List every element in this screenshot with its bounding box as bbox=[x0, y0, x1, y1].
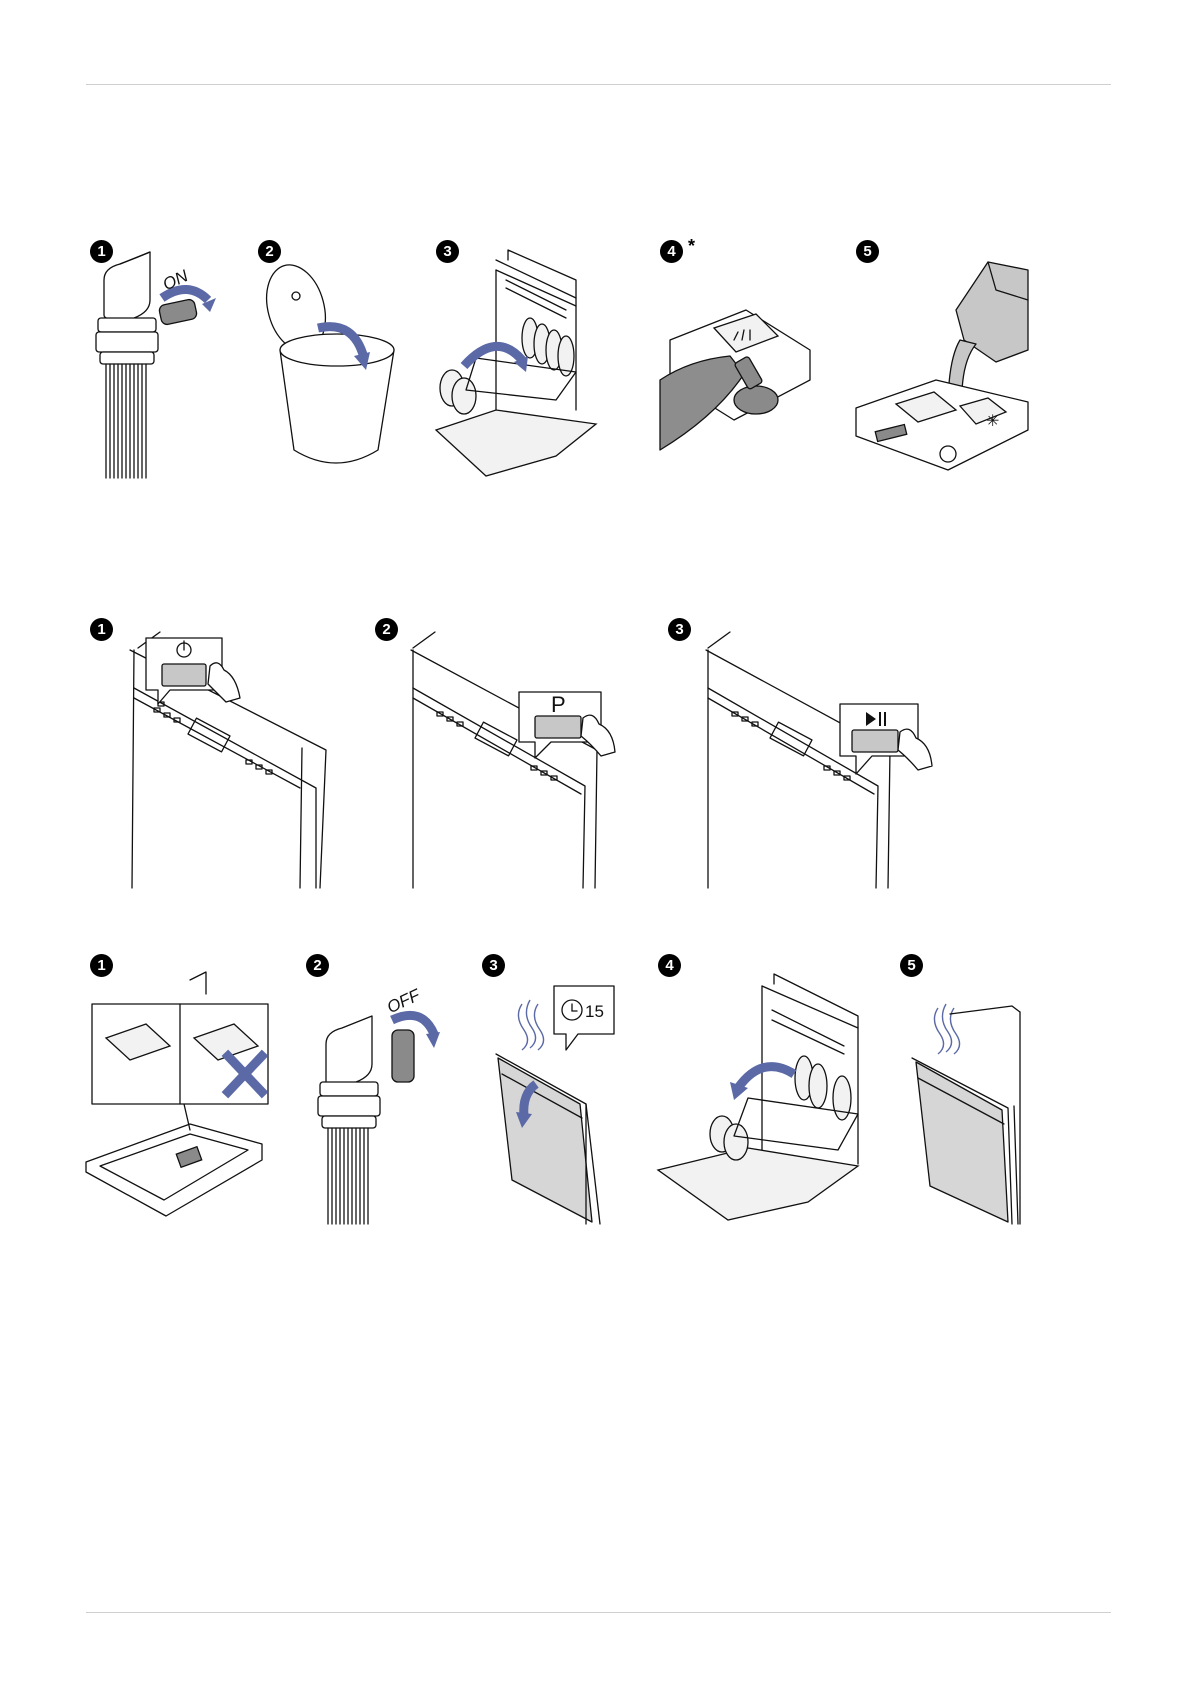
s1-step-5: 5 ✳ bbox=[856, 240, 1028, 480]
s3-step-5: 5 bbox=[900, 954, 1030, 1224]
s1-step-3: 3 bbox=[436, 240, 616, 480]
s2-step-3: 3 bbox=[668, 618, 948, 888]
s2-step-1: 1 bbox=[90, 618, 350, 888]
s3-step-2: 2 OFF bbox=[306, 954, 456, 1224]
s3-step-3: 3 15 bbox=[482, 954, 632, 1224]
s3-step-4: 4 bbox=[658, 954, 868, 1224]
dishwasher-closed-illustration bbox=[900, 954, 1030, 1224]
check-dispenser-illustration bbox=[86, 954, 276, 1224]
unload-dishwasher-illustration bbox=[658, 954, 868, 1224]
power-on-illustration bbox=[90, 618, 350, 888]
s1-step-1: 1 ON bbox=[90, 240, 240, 480]
water-tap-off-illustration: OFF bbox=[306, 954, 456, 1224]
timer-minutes: 15 bbox=[585, 1002, 604, 1021]
program-p-symbol: P bbox=[551, 692, 566, 717]
salt-refill-illustration bbox=[660, 240, 820, 480]
wait-cooling-illustration: 15 bbox=[482, 954, 632, 1224]
bottom-divider bbox=[86, 1612, 1111, 1613]
select-program-illustration: P bbox=[375, 618, 635, 888]
rinse-aid-illustration: ✳ bbox=[856, 240, 1028, 480]
start-program-illustration bbox=[668, 618, 948, 888]
s2-step-2: 2 P bbox=[375, 618, 635, 888]
water-tap-on-illustration: ON bbox=[90, 240, 240, 480]
svg-text:✳: ✳ bbox=[986, 413, 999, 430]
s1-step-4: 4 * bbox=[660, 240, 820, 480]
filter-rinse-illustration bbox=[258, 240, 418, 480]
top-divider bbox=[86, 84, 1111, 85]
s1-step-2: 2 bbox=[258, 240, 418, 480]
s3-step-1: 1 bbox=[86, 954, 276, 1224]
load-dishwasher-illustration bbox=[436, 240, 616, 480]
